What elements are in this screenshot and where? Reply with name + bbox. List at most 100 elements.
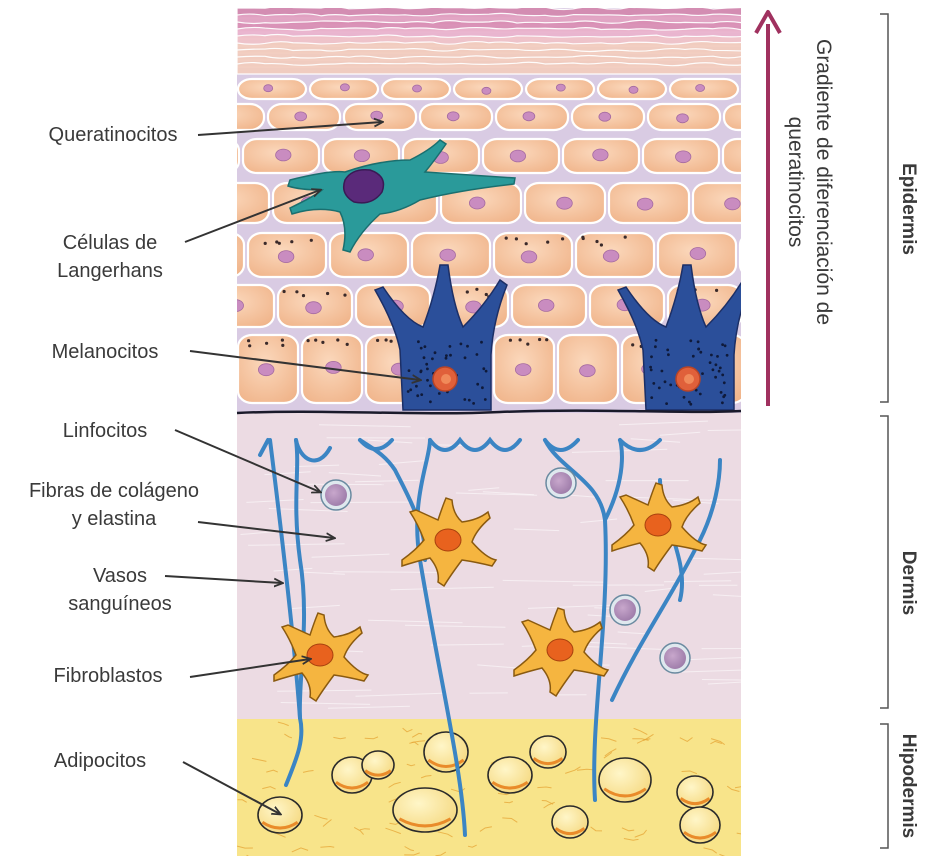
melanin-granule	[760, 295, 763, 298]
stratum-corneum	[237, 7, 769, 74]
melanin-granule	[595, 240, 598, 243]
lymphocyte-nucleus	[614, 599, 636, 621]
keratinocyte-nucleus	[521, 251, 537, 263]
melanosome	[669, 384, 672, 387]
label-fibers-line2: y elastina	[0, 506, 228, 532]
gradient-label-line2: queratinocitos	[781, 12, 809, 352]
melanin-granule	[546, 241, 549, 244]
label-vessels-line1: Vasos	[20, 563, 220, 589]
keratinocyte-nucleus	[580, 365, 596, 377]
dermis-bracket	[880, 416, 888, 708]
melanosome	[720, 391, 723, 394]
keratinocyte-nucleus	[371, 111, 383, 120]
melanosome	[431, 357, 434, 360]
melanin-granule	[840, 294, 843, 297]
melanin-granule	[505, 237, 508, 240]
melanin-granule	[631, 343, 634, 346]
melanosome	[683, 396, 686, 399]
melanin-granule	[281, 339, 284, 342]
melanosome	[721, 401, 724, 404]
keratinocyte-nucleus	[774, 361, 790, 373]
melanosome	[424, 345, 427, 348]
melanosome	[420, 370, 423, 373]
melanosome	[721, 343, 724, 346]
melanosome	[710, 354, 713, 357]
melanosome	[449, 354, 452, 357]
keratinocyte-nucleus	[557, 197, 573, 209]
melanosome	[460, 343, 463, 346]
melanin-granule	[850, 293, 853, 296]
melanosome	[665, 402, 668, 405]
melanosome	[654, 345, 657, 348]
melanosome	[480, 341, 483, 344]
keratinocyte-nucleus	[295, 112, 307, 121]
melanin-granule	[302, 294, 305, 297]
melanosome	[484, 398, 487, 401]
lymphocyte-nucleus	[325, 484, 347, 506]
keratinocyte-nucleus	[278, 251, 294, 263]
melanosome	[699, 393, 702, 396]
melanosome	[697, 348, 700, 351]
melanin-granule	[326, 292, 329, 295]
keratinocyte-nucleus	[510, 150, 525, 162]
melanosome	[655, 339, 658, 342]
melanin-granule	[247, 339, 250, 342]
melanosome	[715, 363, 718, 366]
keratinocyte-nucleus	[306, 302, 322, 314]
melanin-granule	[846, 340, 849, 343]
label-lymphocytes: Linfocitos	[20, 418, 190, 444]
melanin-granule	[519, 338, 522, 341]
melanosome	[485, 370, 488, 373]
melanin-granule	[283, 290, 286, 293]
melanin-granule	[248, 344, 251, 347]
keratinocyte-nucleus	[556, 84, 565, 91]
keratinocyte-nucleus	[677, 114, 689, 123]
gradient-label-line1: Gradiente de diferenciación de	[809, 12, 837, 352]
melanin-granule	[343, 294, 346, 297]
keratinocyte-nucleus	[676, 151, 691, 163]
melanin-granule	[310, 239, 313, 242]
keratinocyte-nucleus	[340, 84, 349, 91]
melanosome	[724, 344, 727, 347]
melanin-granule	[838, 241, 841, 244]
layer-label-dermis: Dermis	[896, 533, 920, 633]
melanosome	[723, 394, 726, 397]
melanosome	[697, 340, 700, 343]
melanosome	[425, 363, 428, 366]
melanin-granule	[385, 338, 388, 341]
keratinocyte-nucleus	[440, 249, 456, 261]
keratinocyte-nucleus	[840, 85, 849, 92]
keratinocyte-nucleus	[196, 87, 205, 94]
keratinocyte	[166, 79, 234, 99]
keratinocyte	[192, 104, 264, 130]
melanin-granule	[209, 345, 212, 348]
gradient-label: Gradiente de diferenciación de queratino…	[777, 12, 837, 352]
langerhans-nucleus	[344, 170, 384, 203]
label-langerhans-line1: Células de	[10, 230, 210, 256]
keratinocyte-nucleus	[222, 114, 234, 123]
keratinocyte-nucleus	[850, 248, 866, 260]
keratinocyte-nucleus	[482, 87, 491, 94]
melanosome	[666, 349, 669, 352]
melanosome	[463, 398, 466, 401]
keratinocyte	[886, 79, 935, 99]
melanin-granule	[275, 240, 278, 243]
label-fibroblasts: Fibroblastos	[18, 663, 198, 689]
melanin-granule	[336, 338, 339, 341]
collagen-fiber	[702, 680, 745, 681]
keratinocyte-nucleus	[413, 85, 422, 92]
keratinocyte-nucleus	[220, 196, 236, 208]
melanosome	[472, 402, 475, 405]
melanosome	[723, 381, 726, 384]
melanocyte-nucleolus	[684, 374, 694, 384]
keratinocyte-nucleus	[358, 249, 374, 261]
melanosome	[661, 370, 664, 373]
keratinocyte-nucleus	[850, 301, 866, 313]
melanin-granule	[290, 240, 293, 243]
melanin-granule	[281, 344, 284, 347]
melanosome	[714, 376, 717, 379]
melanosome	[426, 379, 429, 382]
melanosome	[429, 384, 432, 387]
melanosome	[650, 369, 653, 372]
melanin-granule	[509, 339, 512, 342]
